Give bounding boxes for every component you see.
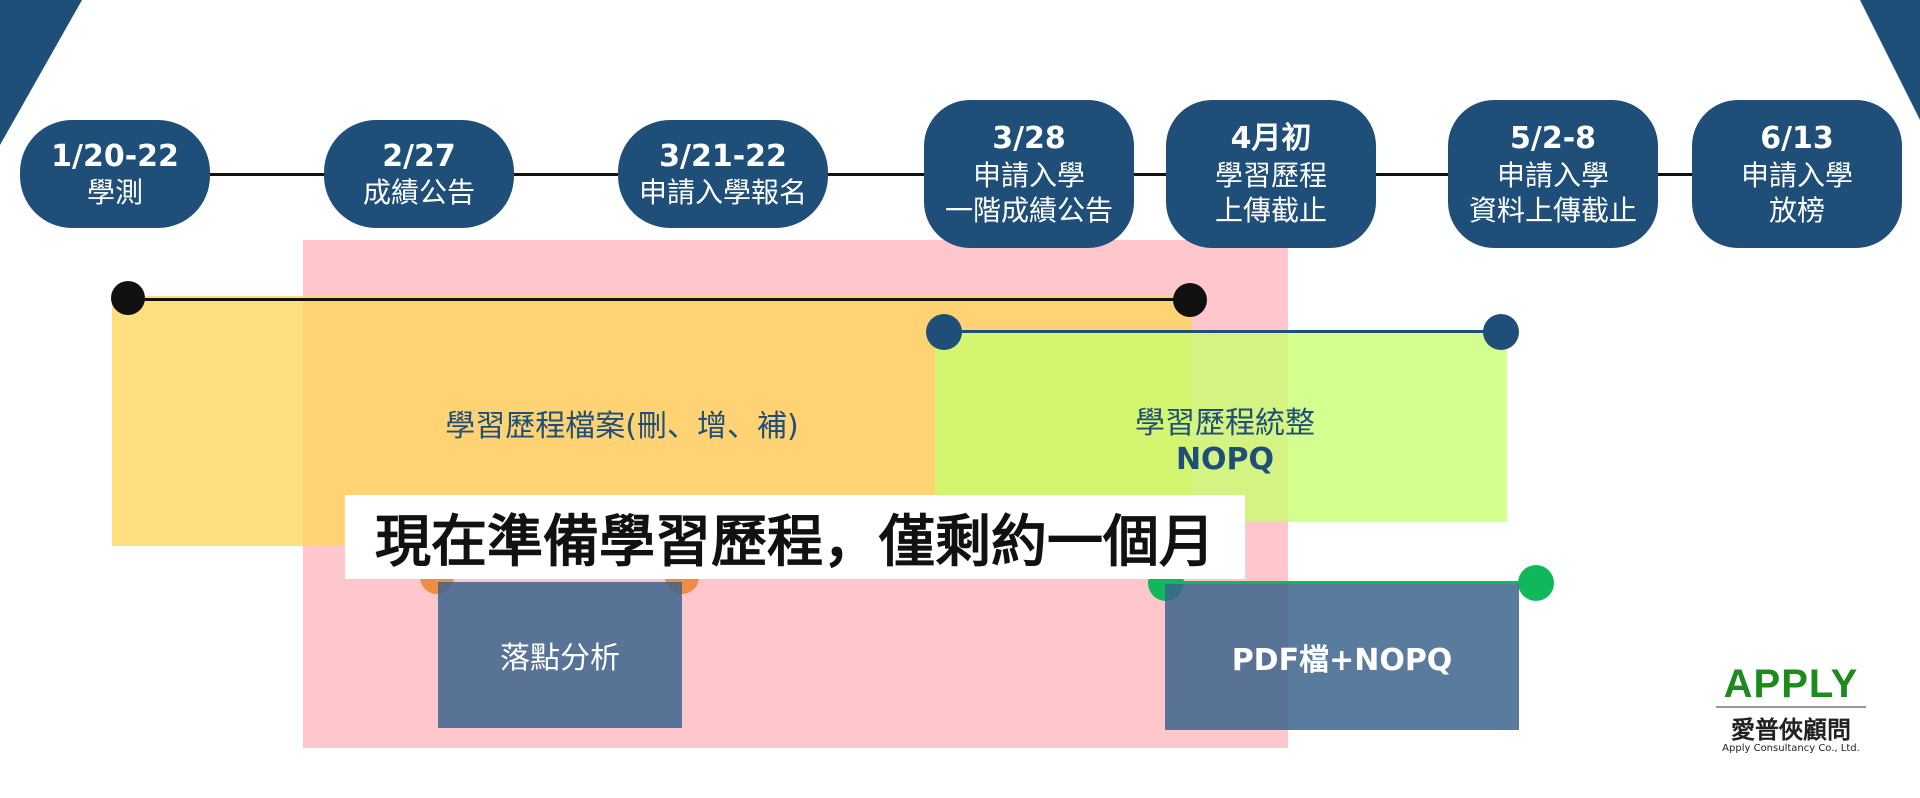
headline-banner: 現在準備學習歷程，僅剩約一個月 (345, 495, 1245, 579)
timeline-node-6: 5/2-8 申請入學 資料上傳截止 (1448, 100, 1658, 248)
portfolio-integration-label: 學習歷程統整 (1135, 406, 1315, 441)
timeline-node-7: 6/13 申請入學 放榜 (1692, 100, 1902, 248)
node-date: 2/27 (382, 138, 456, 174)
portfolio-editing-label: 學習歷程檔案(刪、增、補) (445, 409, 799, 444)
node-label: 一階成績公告 (944, 193, 1113, 227)
timeline-node-3: 3/21-22 申請入學報名 (618, 120, 828, 228)
placement-analysis-box: 落點分析 (438, 582, 682, 728)
node-label: 資料上傳截止 (1468, 193, 1637, 227)
portfolio-integration-bar: 學習歷程統整 NOPQ (935, 330, 1507, 522)
node-label: 學測 (86, 176, 143, 210)
pdf-range-line (1165, 581, 1520, 584)
node-date: 5/2-8 (1509, 121, 1597, 157)
node-label: 申請入學報名 (638, 176, 807, 210)
placement-analysis-label: 落點分析 (500, 641, 620, 676)
portfolio-start-dot (111, 281, 145, 315)
corner-triangle-right (1860, 0, 1920, 120)
pdf-nopq-label: PDF檔+NOPQ (1231, 643, 1453, 678)
node-date: 1/20-22 (51, 138, 179, 174)
logo-divider (1716, 706, 1866, 708)
node-label: 申請入學 (1496, 158, 1609, 192)
integration-start-dot (926, 314, 962, 350)
node-label: 成績公告 (362, 176, 475, 210)
node-date: 4月初 (1230, 121, 1312, 157)
node-label: 學習歷程 (1214, 158, 1327, 192)
integration-end-dot (1483, 314, 1519, 350)
timeline-node-4: 3/28 申請入學 一階成績公告 (924, 100, 1134, 248)
portfolio-end-dot (1173, 283, 1207, 317)
node-label: 申請入學 (1740, 158, 1853, 192)
portfolio-range-line (128, 298, 1190, 301)
pdf-end-dot (1518, 565, 1554, 601)
node-label: 申請入學 (972, 158, 1085, 192)
timeline-node-2: 2/27 成績公告 (324, 120, 514, 228)
node-label: 放榜 (1768, 193, 1825, 227)
timeline-node-1: 1/20-22 學測 (20, 120, 210, 228)
company-logo-text: APPLY (1723, 662, 1859, 706)
company-name-english: Apply Consultancy Co., Ltd. (1722, 743, 1860, 754)
node-label: 上傳截止 (1214, 193, 1327, 227)
portfolio-integration-sub: NOPQ (1175, 442, 1275, 477)
timeline-node-5: 4月初 學習歷程 上傳截止 (1166, 100, 1376, 248)
integration-range-line (944, 330, 1500, 333)
node-date: 6/13 (1760, 121, 1834, 157)
company-name-chinese: 愛普俠顧問 (1731, 716, 1851, 744)
node-date: 3/28 (992, 121, 1066, 157)
pdf-nopq-box: PDF檔+NOPQ (1165, 584, 1519, 730)
node-date: 3/21-22 (659, 138, 787, 174)
